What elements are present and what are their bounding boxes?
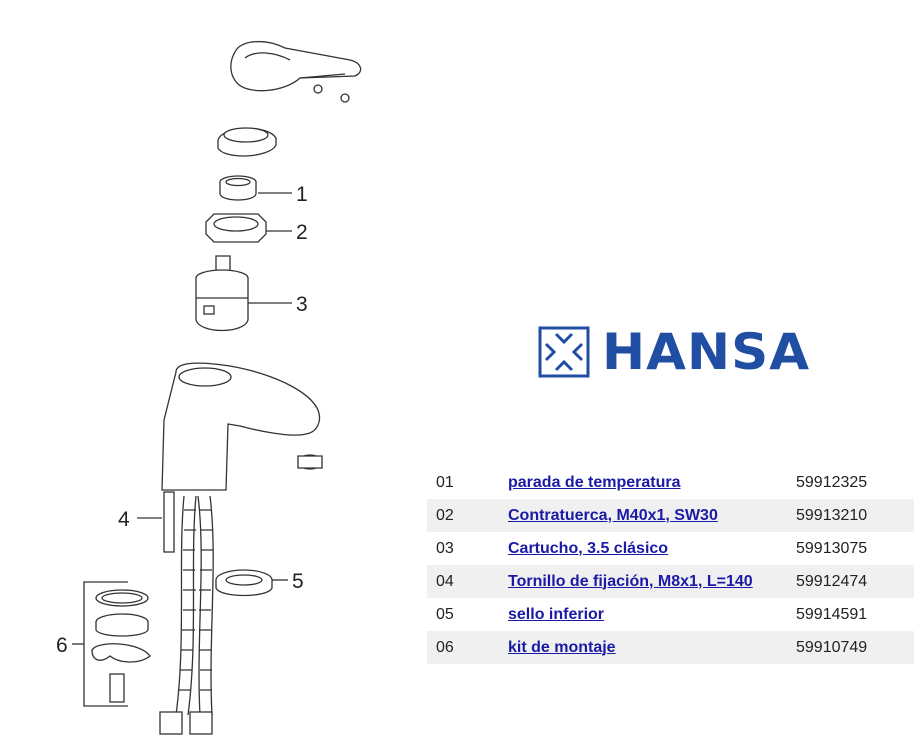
handle-lever xyxy=(230,41,362,92)
table-row: 03 Cartucho, 3.5 clásico 59913075 xyxy=(427,532,914,565)
part-6-mounting-kit xyxy=(72,581,151,707)
part-number: 05 xyxy=(436,605,454,623)
part-code: 59910749 xyxy=(796,631,914,664)
callout-6: 6 xyxy=(56,634,68,657)
exploded-faucet-diagram: 1 2 3 4 5 6 xyxy=(56,41,362,735)
part-number: 02 xyxy=(427,499,508,532)
callout-3: 3 xyxy=(296,293,308,316)
part-code: 59914591 xyxy=(796,605,868,623)
part-5-bottom-seal xyxy=(215,569,288,597)
brand-name: HANSA xyxy=(602,323,811,381)
part-link[interactable]: Contratuerca, M40x1, SW30 xyxy=(508,506,718,524)
small-screws xyxy=(313,84,350,103)
part-link[interactable]: Tornillo de fijación, M8x1, L=140 xyxy=(508,572,753,590)
callout-labels: 1 2 3 4 5 6 xyxy=(56,183,308,657)
callout-5: 5 xyxy=(292,570,304,593)
part-number: 03 xyxy=(436,539,454,557)
callout-2: 2 xyxy=(296,221,308,244)
part-number: 01 xyxy=(436,473,454,491)
part-number: 06 xyxy=(427,631,508,664)
hansa-logo-icon xyxy=(538,326,590,378)
part-2-locknut xyxy=(205,213,292,243)
table-row: 05 sello inferior 59914591 xyxy=(427,598,914,631)
part-link[interactable]: kit de montaje xyxy=(508,638,616,656)
faucet-body xyxy=(161,362,323,491)
parts-table: 01 parada de temperatura 59912325 02 Con… xyxy=(427,466,914,664)
table-row: 06 kit de montaje 59910749 xyxy=(427,631,914,664)
part-code: 59912325 xyxy=(796,473,868,491)
part-link[interactable]: sello inferior xyxy=(508,605,605,623)
hose-nuts xyxy=(159,711,213,735)
part-number: 04 xyxy=(427,565,508,598)
part-1-temperature-stop xyxy=(219,175,292,201)
part-3-cartridge xyxy=(195,255,292,332)
part-code: 59912474 xyxy=(796,565,914,598)
callout-1: 1 xyxy=(296,183,308,206)
part-link[interactable]: Cartucho, 3.5 clásico xyxy=(508,539,669,557)
part-code: 59913075 xyxy=(796,539,868,557)
part-4-fixing-screw xyxy=(137,491,175,553)
callout-4: 4 xyxy=(118,508,130,531)
part-code: 59913210 xyxy=(796,499,914,532)
table-row: 01 parada de temperatura 59912325 xyxy=(427,466,914,499)
cap-cover xyxy=(217,127,277,157)
flex-hoses xyxy=(175,495,214,716)
table-row: 02 Contratuerca, M40x1, SW30 59913210 xyxy=(427,499,914,532)
part-link[interactable]: parada de temperatura xyxy=(508,473,681,491)
table-row: 04 Tornillo de fijación, M8x1, L=140 599… xyxy=(427,565,914,598)
